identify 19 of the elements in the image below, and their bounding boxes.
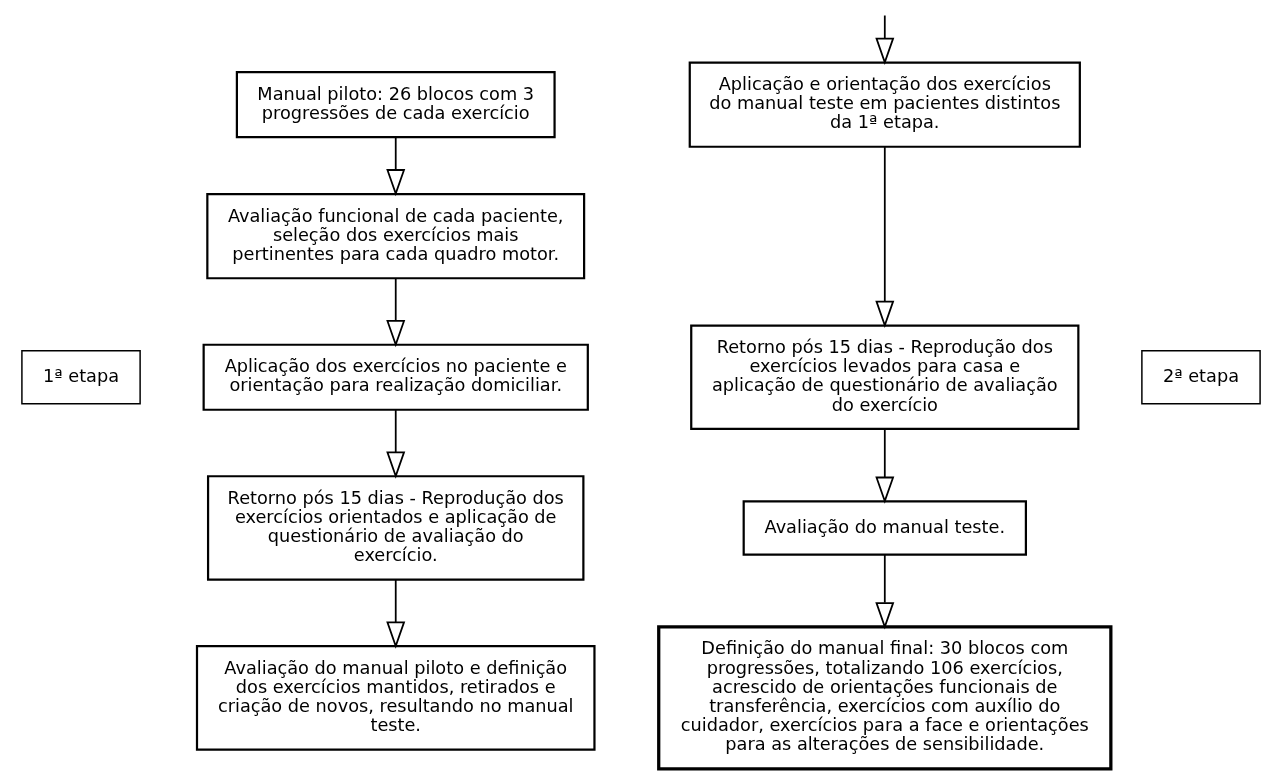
- node-box: Aplicação dos exercícios no paciente e orientação para realização domiciliar.: [202, 343, 589, 411]
- node-box: Retorno pós 15 dias - Reprodução dos exercícios orientados e aplicação de questionário de avaliação do exercício.: [206, 475, 585, 581]
- node-box: 2ª etapa: [1141, 349, 1261, 405]
- arrow: [386, 579, 406, 649]
- arrow: [875, 146, 895, 328]
- node-box: Avaliação funcional de cada paciente, seleção dos exercícios mais pertinentes para cada quadro motor.: [206, 192, 586, 280]
- node-box: Aplicação e orientação dos exercícios do manual teste em pacientes distintos da 1ª etapa.: [688, 61, 1081, 148]
- arrow: [386, 277, 406, 348]
- node-box: Avaliação do manual teste.: [742, 500, 1027, 556]
- node-box: Retorno pós 15 dias - Reprodução dos exercícios levados para casa e aplicação de questionário de avaliação do exercício: [690, 324, 1080, 431]
- arrow: [875, 553, 895, 630]
- node-box: Manual piloto: 26 blocos com 3 progressões de cada exercício: [235, 71, 556, 139]
- node-box: 1ª etapa: [21, 349, 141, 405]
- node-box: Avaliação do manual piloto e definição dos exercícios mantidos, retirados e criação de novos, resultando no manual teste.: [195, 645, 596, 751]
- node-box: Definição do manual final: 30 blocos com progressões, totalizando 106 exercícios, acrescido de orientações funcionais de transferência, exercícios com auxílio do cuidador, exercícios para a face e orientações para as alterações de sensibilidade.: [657, 625, 1113, 771]
- arrow: [386, 409, 406, 479]
- arrow: [386, 136, 406, 197]
- arrow: [875, 428, 895, 504]
- arrow: [875, 14, 895, 65]
